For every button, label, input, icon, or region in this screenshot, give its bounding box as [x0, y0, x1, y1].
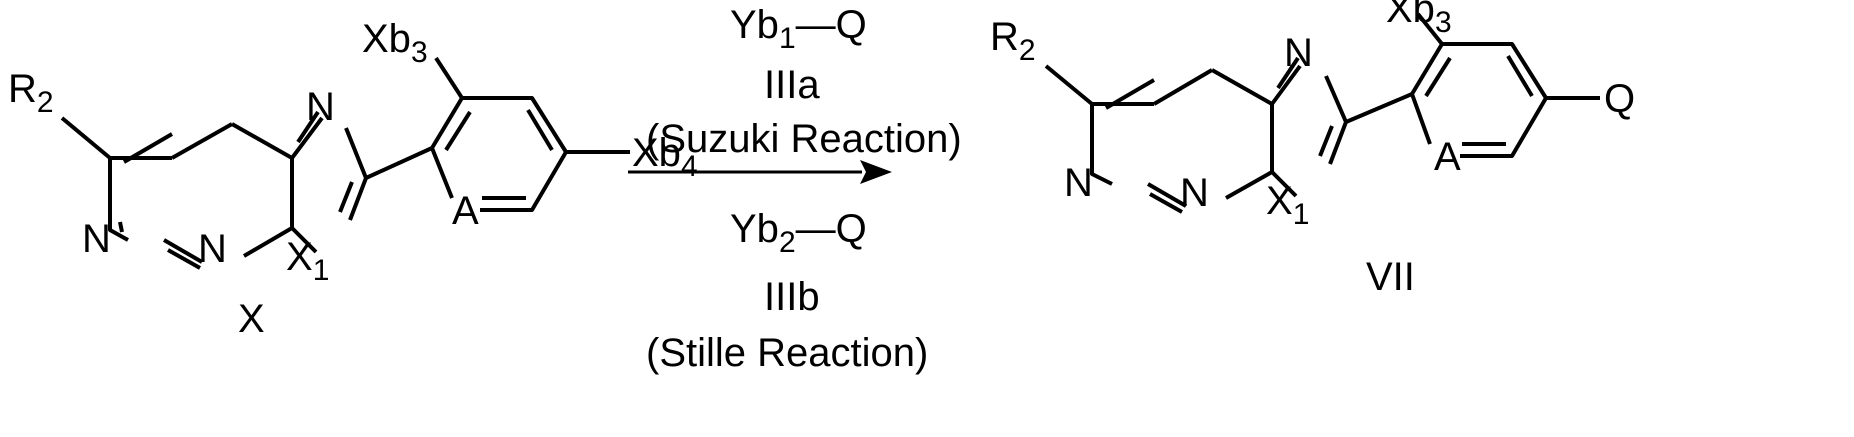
- reaction-b-name: (Stille Reaction): [646, 331, 928, 375]
- reactant-compound-label: X: [238, 297, 265, 341]
- product-triazole-double: [1276, 56, 1300, 90]
- product-aryl-double-1: [1424, 56, 1452, 98]
- product-a-label: A: [1434, 135, 1461, 179]
- reactant-n-ring: N: [82, 217, 111, 261]
- reaction-a-name: (Suzuki Reaction): [646, 117, 962, 161]
- product-r2-label: R2: [990, 15, 1036, 67]
- product-aryl-double-2: [1506, 54, 1534, 98]
- reactant-pyrimidine-double-1: [122, 132, 174, 164]
- product-pyrimidine-double-3: [1149, 192, 1183, 214]
- reactant-n-bridge: N: [198, 227, 227, 271]
- reactant-xb4-label: Xb4: [632, 131, 698, 183]
- product-x1-label: X1: [1266, 179, 1309, 231]
- reaction-conditions: Yb1—Q IIIa (Suzuki Reaction) Yb2—Q IIIb …: [628, 3, 962, 375]
- reactant-x1-label: X1: [286, 235, 329, 287]
- reagent-a-formula: Yb1—Q: [730, 3, 867, 55]
- reactant-xb3-bond: [434, 56, 464, 100]
- reagent-b-formula: Yb2—Q: [730, 207, 867, 259]
- product-triazole-double-2: [1318, 125, 1334, 157]
- product-q-label: Q: [1604, 77, 1635, 121]
- product-n-bridge: N: [1180, 171, 1209, 215]
- product-r2-bond: [1044, 64, 1094, 106]
- reactant-structure: R2 N N N X1 A Xb3 Xb4 X: [8, 17, 698, 341]
- reactant-triazole-double: [296, 110, 320, 144]
- reactant-pyrimidine-ring: [108, 122, 294, 264]
- reactant-r2-bond: [60, 116, 112, 160]
- reactant-a-label: A: [452, 189, 479, 233]
- product-structure: R2 N N N X1 A Xb3 Q VII: [990, 0, 1635, 299]
- reactant-triazole-double-2: [338, 181, 354, 213]
- reactant-pyrimidine-double-2: [118, 221, 124, 233]
- reactant-aryl-ring: [430, 96, 568, 212]
- product-n-top: N: [1284, 31, 1313, 75]
- product-xb3-label: Xb3: [1386, 0, 1452, 39]
- reagent-a-label: IIIa: [764, 63, 820, 107]
- reactant-aryl-double-2: [526, 108, 554, 152]
- product-aryl-link: [1345, 92, 1413, 124]
- product-triazole-ring: [1270, 64, 1348, 198]
- reactant-aryl-link: [365, 146, 433, 180]
- reactant-aryl-double-1: [444, 110, 472, 152]
- product-compound-label: VII: [1366, 255, 1415, 299]
- reaction-arrow-head: [860, 160, 892, 184]
- reactant-xb3-label: Xb3: [362, 17, 428, 69]
- product-xb3-bond: [1416, 12, 1444, 46]
- reactant-n-top: N: [306, 85, 335, 129]
- reactant-triazole-ring: [290, 116, 368, 254]
- product-pyrimidine-ring: [1090, 68, 1274, 208]
- reactant-pyrimidine-double-3: [167, 248, 201, 270]
- product-aryl-ring: [1410, 42, 1548, 158]
- product-n-ring: N: [1064, 161, 1093, 205]
- product-pyrimidine-double-1: [1104, 78, 1156, 110]
- reagent-b-label: IIIb: [764, 275, 820, 319]
- reactant-r2-label: R2: [8, 67, 54, 119]
